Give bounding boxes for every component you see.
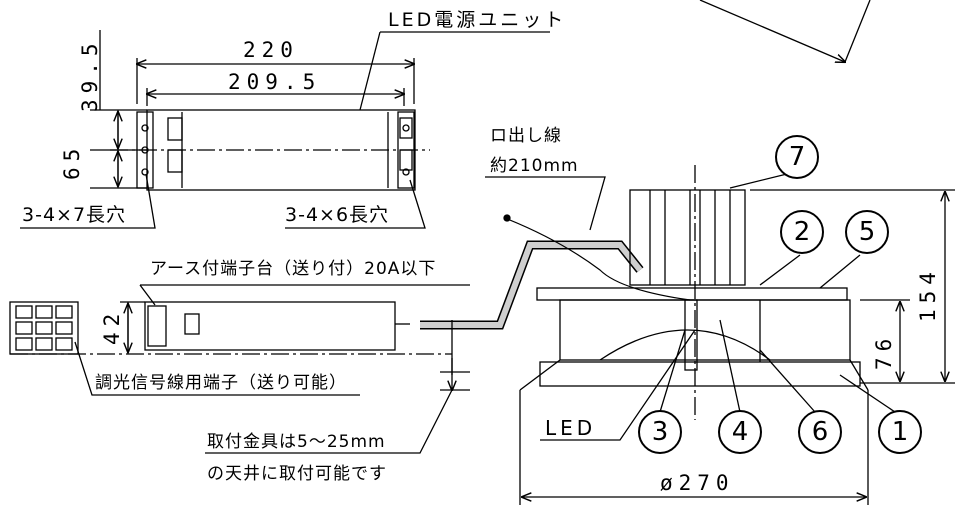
psu-drawing (20, 30, 550, 229)
fixture-height-label: 154 (916, 266, 940, 322)
psu-title: LED電源ユニット (388, 9, 567, 31)
cable-drawing (420, 176, 691, 330)
psu-height-label: 65 (60, 142, 84, 180)
earth-terminal-label: アース付端子台（送り付）20A以下 (150, 259, 437, 279)
part-number-5: 5 (845, 210, 889, 254)
terminal-height-label: 42 (100, 307, 124, 345)
part-number-4: 4 (718, 410, 762, 454)
part-number-6: 6 (798, 410, 842, 454)
slot-right-label: 3-4×6長穴 (285, 204, 390, 226)
signal-terminal-label: 調光信号線用端子（送り可能） (95, 373, 347, 393)
fixture-diameter-label: ø270 (660, 471, 735, 495)
psu-body-length-label: 209.5 (228, 70, 322, 94)
part-number-7: 7 (775, 135, 819, 179)
fixture-drawing (519, 0, 955, 505)
part-number-1: 1 (878, 410, 922, 454)
psu-offset-label: 39.5 (78, 37, 102, 112)
slot-left-label: 3-4×7長穴 (22, 204, 127, 226)
part-number-2: 2 (780, 210, 824, 254)
cable-label: ロ出し線 (490, 126, 562, 146)
ceiling-note-line1: 取付金具は5～25mm (207, 432, 386, 452)
terminal-drawing (9, 284, 470, 396)
ceiling-note-line2: の天井に取付可能です (207, 464, 387, 484)
cable-length-label: 約210mm (490, 156, 579, 176)
ceiling-note-drawing (205, 320, 470, 454)
part-number-3: 3 (638, 410, 682, 454)
psu-length-label: 220 (243, 38, 299, 62)
fixture-body-height-label: 76 (872, 332, 896, 370)
led-label: LED (545, 416, 597, 440)
